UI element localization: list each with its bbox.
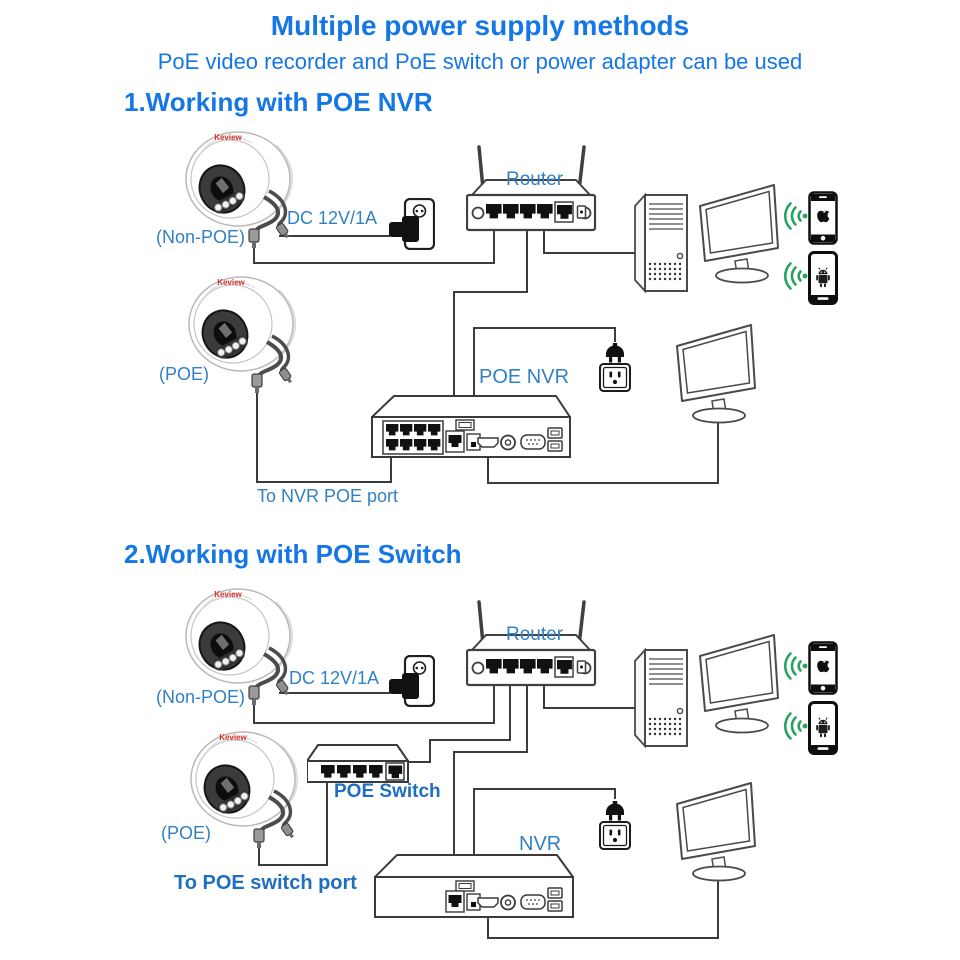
label-non-poe-camera: (Non-POE)	[156, 687, 246, 707]
cable-nvr2-power	[473, 788, 616, 895]
hdmi-port	[477, 897, 499, 908]
cable-cam3-to-router	[253, 683, 495, 724]
section-1-heading: 1.Working with POE NVR	[124, 87, 433, 117]
vga-port	[520, 434, 546, 450]
label-router: Router	[506, 169, 564, 190]
section-2-heading: 2.Working with POE Switch	[124, 539, 462, 569]
camera-brand-logo: Keview	[214, 590, 242, 599]
label-poe-nvr: POE NVR	[479, 366, 570, 388]
cable-nvr-hdmi-to-monitor	[487, 416, 719, 484]
wifi-signal-icon	[785, 714, 807, 739]
cable-cam4-to-switch	[258, 781, 328, 866]
camera-brand-logo: Keview	[219, 733, 247, 742]
iphone-apple-icon	[810, 643, 837, 694]
monitor-icon	[677, 783, 755, 881]
label-poe-camera: (POE)	[159, 364, 210, 384]
page-subtitle: PoE video recorder and PoE switch or pow…	[157, 49, 803, 74]
monitor-icon	[700, 185, 778, 283]
cable-router-to-pc	[543, 228, 646, 254]
label-non-poe-camera: (Non-POE)	[156, 227, 246, 247]
cable-nvr2-hdmi-to-monitor	[487, 874, 719, 939]
label-dc-power: DC 12V/1A	[289, 668, 380, 688]
label-dc-power: DC 12V/1A	[287, 208, 378, 228]
power-plug-outlet-icon	[600, 343, 630, 391]
label-poe-switch: POE Switch	[334, 781, 441, 802]
vga-port	[520, 894, 546, 910]
monitor-icon	[700, 635, 778, 733]
label-nvr: NVR	[519, 833, 562, 855]
poe-nvr-icon	[371, 395, 571, 458]
cable-nvr-power	[473, 327, 616, 435]
cable-router-to-nvr-lan	[453, 228, 528, 432]
desktop-tower-icon	[635, 650, 687, 746]
desktop-tower-icon	[635, 195, 687, 291]
cable-router-to-switch	[409, 686, 511, 763]
label-poe-switch-port-note: To POE switch port	[174, 872, 357, 894]
monitor-icon	[677, 325, 755, 423]
label-poe-camera: (POE)	[161, 823, 212, 843]
iphone-apple-icon	[810, 193, 837, 244]
poe-switch-icon	[307, 745, 408, 782]
hdmi-port	[477, 437, 499, 448]
nvr-icon	[374, 854, 574, 918]
cables	[253, 228, 719, 939]
label-router: Router	[506, 624, 564, 645]
camera-brand-logo: Keview	[217, 278, 245, 287]
label-nvr-poe-port-note: To NVR POE port	[257, 486, 399, 506]
cable-cam2-to-nvr-poe	[256, 393, 392, 483]
page-title: Multiple power supply methods	[270, 10, 690, 41]
android-phone-icon	[810, 703, 837, 754]
cable-router-to-nvr2-lan	[453, 683, 528, 893]
wifi-signal-icon	[785, 654, 807, 679]
power-plug-outlet-icon	[600, 801, 630, 849]
cable-router-to-pc2	[543, 683, 646, 709]
wifi-signal-icon	[785, 204, 807, 229]
cable-cam1-to-router	[253, 228, 495, 264]
android-phone-icon	[810, 253, 837, 304]
camera-brand-logo: Keview	[214, 133, 242, 142]
power-adapter-icon	[389, 656, 434, 706]
power-adapter-icon	[389, 199, 434, 249]
wifi-signal-icon	[785, 264, 807, 289]
